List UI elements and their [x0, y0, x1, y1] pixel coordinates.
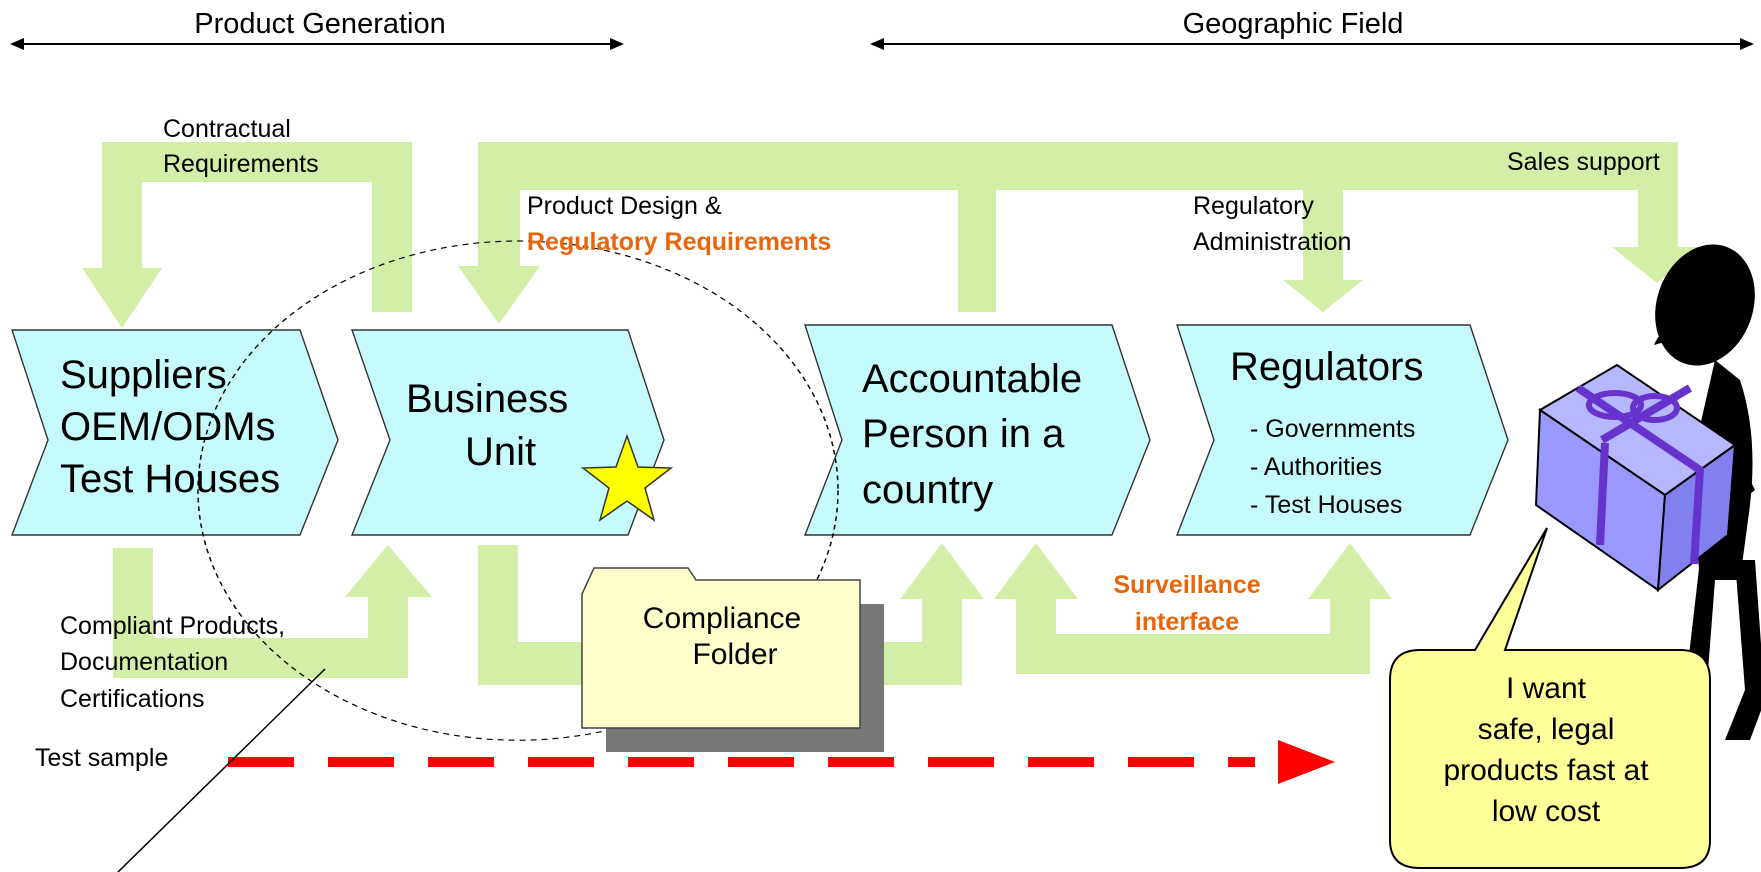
regulators-title: Regulators: [1230, 345, 1423, 389]
pointer-line: [117, 668, 326, 872]
product-design-label: Product Design &: [527, 192, 722, 220]
accountable-line3: country: [862, 468, 993, 512]
accountable-line2: Person in a: [862, 412, 1065, 456]
compliant-products-line3: Certifications: [60, 685, 205, 713]
business-unit-line1: Business: [406, 377, 568, 421]
supplier-to-bu-band: [113, 545, 432, 678]
contractual-label-2: Requirements: [163, 150, 319, 178]
regulators-item-1: - Governments: [1250, 415, 1415, 443]
compliant-products-line2: Documentation: [60, 648, 228, 676]
bubble-line3: products fast at: [1443, 754, 1649, 787]
folder-icon: [581, 567, 884, 752]
compliance-folder-line2: Folder: [692, 638, 777, 671]
bubble-line4: low cost: [1492, 795, 1601, 828]
regulators-chevron: [1175, 324, 1509, 536]
speech-bubble: [1389, 527, 1711, 869]
accountable-person-chevron: [803, 324, 1151, 536]
surveillance-band: [994, 543, 1392, 674]
top-flow-band: [458, 142, 1702, 324]
contractual-label-1: Contractual: [163, 115, 291, 143]
compliance-folder-line1: Compliance: [643, 602, 801, 635]
suppliers-line1: Suppliers: [60, 353, 227, 397]
sales-support-label: Sales support: [1507, 148, 1660, 176]
contractual-flow-band: [82, 142, 412, 328]
geographic-field-label: Geographic Field: [1183, 8, 1404, 40]
accountable-line1: Accountable: [862, 357, 1082, 401]
product-generation-label: Product Generation: [194, 8, 445, 40]
surveillance-label-2: interface: [1135, 608, 1239, 636]
surveillance-label-1: Surveillance: [1113, 571, 1260, 599]
regulatory-requirements-label: Regulatory Requirements: [527, 228, 831, 256]
regulatory-admin-label-2: Administration: [1193, 228, 1351, 256]
test-sample-label: Test sample: [35, 744, 168, 772]
suppliers-chevron: [10, 329, 339, 536]
regulatory-admin-arrow: [1283, 190, 1363, 312]
business-unit-chevron: [350, 329, 665, 536]
suppliers-line3: Test Houses: [60, 457, 280, 501]
bubble-line2: safe, legal: [1478, 713, 1615, 746]
suppliers-line2: OEM/ODMs: [60, 405, 276, 449]
bubble-line1: I want: [1506, 672, 1587, 705]
regulators-item-3: - Test Houses: [1250, 491, 1402, 519]
gift-box-icon: [1534, 363, 1737, 593]
compliant-products-line1: Compliant Products,: [60, 612, 285, 640]
regulators-item-2: - Authorities: [1250, 453, 1382, 481]
test-sample-arrowhead: [1278, 740, 1335, 784]
regulatory-admin-label-1: Regulatory: [1193, 192, 1314, 220]
business-unit-line2: Unit: [465, 430, 536, 474]
star-icon: [580, 433, 674, 522]
